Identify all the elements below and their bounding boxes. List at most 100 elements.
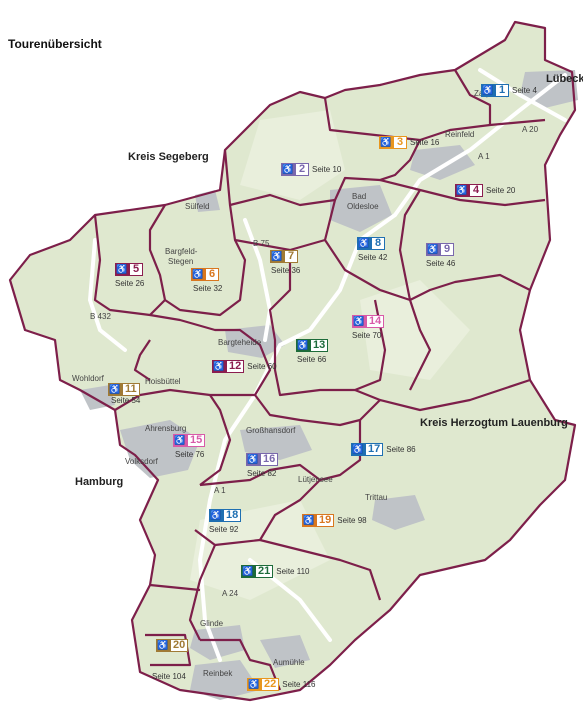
road-label-a24: A 24: [222, 589, 239, 598]
light-patch: [360, 280, 470, 380]
tour-marker-13[interactable]: ♿ 13 Seite 66: [296, 339, 346, 364]
cyclist-icon: ♿: [379, 136, 393, 149]
cyclist-icon: ♿: [296, 339, 310, 352]
cyclist-icon: ♿: [191, 268, 205, 281]
tour-marker-21[interactable]: ♿ 21 Seite 110: [241, 565, 309, 578]
place-label-stegen: Stegen: [168, 257, 194, 266]
place-label-trittau: Trittau: [365, 493, 388, 502]
tour-number: 6: [205, 268, 219, 281]
tour-number: 13: [310, 339, 329, 352]
tour-page: Seite 32: [193, 284, 223, 293]
place-label-luetjensee: Lütjensee: [298, 475, 333, 484]
tour-marker-8[interactable]: ♿ 8 Seite 42: [357, 237, 407, 262]
tour-marker-1[interactable]: ♿ 1 Seite 4: [481, 84, 537, 97]
tour-number: 21: [255, 565, 274, 578]
tour-number: 4: [469, 184, 483, 197]
tour-number: 22: [261, 678, 280, 691]
tour-number: 5: [129, 263, 143, 276]
cyclist-icon: ♿: [270, 250, 284, 263]
place-label-oldesloe: Oldesloe: [347, 202, 379, 211]
tour-number: 15: [187, 434, 206, 447]
tour-marker-12[interactable]: ♿ 12 Seite 60: [212, 360, 277, 373]
cyclist-icon: ♿: [209, 509, 223, 522]
cyclist-icon: ♿: [455, 184, 469, 197]
cyclist-icon: ♿: [173, 434, 187, 447]
urban-areas: [80, 70, 578, 700]
region-label-hamburg: Hamburg: [75, 476, 124, 488]
tour-page: Seite 60: [247, 362, 277, 371]
road-label-b75: B 75: [253, 239, 270, 248]
light-patch: [240, 110, 345, 200]
tour-marker-11[interactable]: ♿ 11 Seite 54: [108, 383, 168, 405]
tour-number: 9: [440, 243, 454, 256]
cyclist-icon: ♿: [108, 383, 122, 396]
place-label-aumuehle: Aumühle: [273, 658, 305, 667]
road-label-a20: A 20: [522, 125, 539, 134]
tour-marker-4[interactable]: ♿ 4 Seite 20: [455, 184, 515, 197]
tour-page: Seite 26: [115, 279, 145, 288]
place-label-bargfeld: Bargfeld-: [165, 247, 198, 256]
tour-page: Seite 76: [175, 450, 205, 459]
tour-marker-18[interactable]: ♿ 18 Seite 92: [209, 509, 259, 534]
cyclist-icon: ♿: [357, 237, 371, 250]
tour-marker-5[interactable]: ♿ 5 Seite 26: [115, 263, 165, 288]
place-label-bad: Bad: [352, 192, 367, 201]
tour-number: 2: [295, 163, 309, 176]
tour-page: Seite 98: [337, 516, 367, 525]
tour-number: 18: [223, 509, 242, 522]
tour-number: 8: [371, 237, 385, 250]
tour-borders: [8, 20, 577, 702]
cyclist-icon: ♿: [241, 565, 255, 578]
road-label-b432: B 432: [90, 312, 111, 321]
tour-number: 12: [226, 360, 245, 373]
tour-marker-16[interactable]: ♿ 16 Seite 82: [246, 453, 296, 478]
tour-number: 7: [284, 250, 298, 263]
tour-marker-15[interactable]: ♿ 15 Seite 76: [173, 434, 233, 459]
tour-page: Seite 110: [276, 567, 310, 576]
tour-marker-9[interactable]: ♿ 9 Seite 46: [426, 243, 476, 268]
tour-marker-20[interactable]: ♿ 20 Seite 104: [152, 639, 206, 681]
tour-marker-6[interactable]: ♿ 6 Seite 32: [191, 268, 241, 293]
road-label-a1-south: A 1: [214, 486, 226, 495]
tour-page: Seite 10: [312, 165, 342, 174]
map-title: Tourenübersicht: [8, 37, 102, 51]
light-patch: [190, 500, 330, 600]
tour-page: Seite 4: [512, 86, 537, 95]
tour-marker-7[interactable]: ♿ 7 Seite 36: [270, 250, 320, 275]
cyclist-icon: ♿: [302, 514, 316, 527]
place-label-wohldorf: Wohldorf: [72, 374, 104, 383]
region-label-segeberg: Kreis Segeberg: [128, 151, 209, 163]
cyclist-icon: ♿: [352, 315, 366, 328]
cyclist-icon: ♿: [156, 639, 170, 652]
tour-marker-22[interactable]: ♿ 22 Seite 116: [247, 678, 315, 691]
region-label-lauenburg: Kreis Herzogtum Lauenburg: [420, 417, 568, 429]
cyclist-icon: ♿: [212, 360, 226, 373]
tour-marker-2[interactable]: ♿ 2 Seite 10: [281, 163, 341, 176]
place-label-hoisbuettel: Hoisbüttel: [145, 377, 181, 386]
tour-page: Seite 54: [111, 396, 141, 405]
tour-number: 17: [365, 443, 384, 456]
tour-marker-14[interactable]: ♿ 14 Seite 70: [352, 315, 402, 340]
place-label-grosshansdorf: Großhansdorf: [246, 426, 296, 435]
place-label-ahrensburg: Ahrensburg: [145, 424, 187, 433]
place-label-glinde: Glinde: [200, 619, 224, 628]
tour-marker-17[interactable]: ♿ 17 Seite 86: [351, 443, 416, 456]
cyclist-icon: ♿: [351, 443, 365, 456]
tour-page: Seite 104: [152, 672, 186, 681]
tour-marker-19[interactable]: ♿ 19 Seite 98: [302, 514, 367, 527]
cyclist-icon: ♿: [246, 453, 260, 466]
tour-page: Seite 70: [352, 331, 382, 340]
region-label-luebeck: Lübeck: [546, 73, 583, 85]
tour-page: Seite 42: [358, 253, 388, 262]
tour-number: 19: [316, 514, 335, 527]
tour-marker-3[interactable]: ♿ 3 Seite 16: [379, 136, 439, 149]
tour-page: Seite 86: [386, 445, 416, 454]
place-label-bargteheide: Bargteheide: [218, 338, 262, 347]
cyclist-icon: ♿: [481, 84, 495, 97]
tour-number: 3: [393, 136, 407, 149]
place-label-suelfeld: Sülfeld: [185, 202, 210, 211]
place-label-reinfeld: Reinfeld: [445, 130, 475, 139]
tour-page: Seite 92: [209, 525, 239, 534]
tour-number: 14: [366, 315, 385, 328]
